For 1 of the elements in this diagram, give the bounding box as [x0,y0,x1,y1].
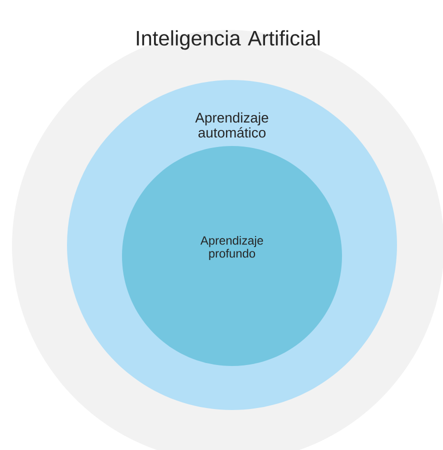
circle-region: Aprendizaje profundo [122,146,342,366]
